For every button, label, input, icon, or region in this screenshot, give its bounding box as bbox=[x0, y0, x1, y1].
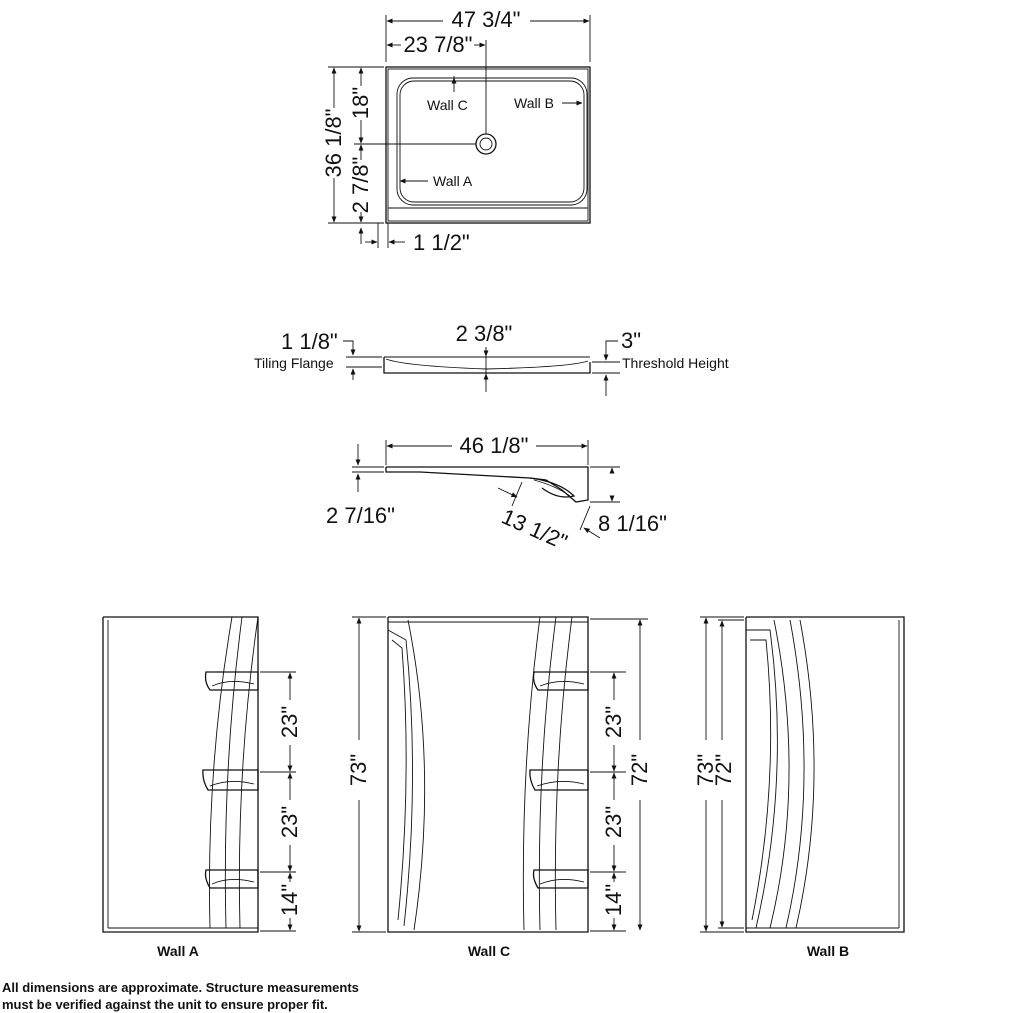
wall-c-gap-1: 23" bbox=[601, 706, 626, 738]
shelf bbox=[204, 869, 259, 889]
shelf bbox=[532, 671, 589, 691]
disclaimer-line-2: must be verified against the unit to ens… bbox=[2, 997, 328, 1012]
dim-overall-width: 47 3/4" bbox=[452, 7, 521, 32]
dim-front-rim: 2 7/8" bbox=[348, 157, 373, 214]
dim-center-height: 2 3/8" bbox=[456, 321, 513, 346]
dim-left-height: 2 7/16" bbox=[326, 503, 395, 528]
drain-icon bbox=[475, 133, 497, 155]
dim-drain-offset-x: 23 7/8" bbox=[404, 32, 473, 57]
wall-c-label: Wall C bbox=[468, 943, 510, 959]
threshold-label: Threshold Height bbox=[622, 355, 729, 371]
tiling-flange-label: Tiling Flange bbox=[254, 355, 334, 371]
dim-drain-offset-y: 18" bbox=[348, 87, 373, 119]
wall-c-gap-3: 14" bbox=[601, 884, 626, 916]
wall-c-view: 73" 23" 23" 14" 72" Wall C bbox=[346, 616, 652, 959]
label-wall-b: Wall B bbox=[514, 95, 554, 111]
wall-a-gap-2: 23" bbox=[277, 806, 302, 838]
pan-floor-inner bbox=[399, 80, 585, 203]
threshold-value: 3" bbox=[621, 328, 641, 353]
shelf bbox=[204, 671, 259, 691]
pan-rim bbox=[387, 68, 589, 222]
top-plan-view: 47 3/4" 23 7/8" 36 1/8" 18" 2 7/8" 1 1/2… bbox=[321, 7, 591, 255]
shelf bbox=[202, 769, 259, 791]
wall-c-gap-2: 23" bbox=[601, 806, 626, 838]
label-wall-c: Wall C bbox=[427, 97, 468, 113]
side-section-view: 46 1/8" 2 7/16" 8 1/16" 13 1/2" bbox=[326, 433, 667, 555]
dim-flange: 1 1/2" bbox=[413, 230, 470, 255]
shelf bbox=[532, 869, 589, 889]
wall-a-label: Wall A bbox=[157, 943, 199, 959]
wall-a-gap-3: 14" bbox=[277, 884, 302, 916]
dim-seat-width: 13 1/2" bbox=[498, 504, 571, 555]
dim-overall-depth: 36 1/8" bbox=[321, 109, 346, 178]
wall-b-height-outer: 73" bbox=[693, 754, 718, 786]
wall-b-label: Wall B bbox=[807, 943, 849, 959]
label-wall-a: Wall A bbox=[433, 173, 473, 189]
wall-b-height-inner: 72" bbox=[711, 754, 736, 786]
dim-side-length: 46 1/8" bbox=[460, 433, 529, 458]
pan-outline bbox=[385, 66, 591, 224]
wall-c-height-left: 73" bbox=[346, 754, 371, 786]
dim-seat-height: 8 1/16" bbox=[598, 511, 667, 536]
shelf bbox=[529, 769, 589, 791]
disclaimer-line-1: All dimensions are approximate. Structur… bbox=[2, 980, 359, 995]
pan-floor bbox=[396, 77, 588, 206]
wall-b-view: 73" 72" Wall B bbox=[693, 616, 905, 959]
wall-a-view: 23" 23" 14" Wall A bbox=[102, 616, 302, 959]
disclaimer-note: All dimensions are approximate. Structur… bbox=[2, 979, 422, 1013]
tiling-flange-value: 1 1/8" bbox=[281, 329, 338, 354]
wall-a-gap-1: 23" bbox=[277, 706, 302, 738]
wall-c-height-right: 72" bbox=[627, 754, 652, 786]
front-section-view: 2 3/8" 1 1/8" Tiling Flange 3" Threshold… bbox=[254, 321, 729, 396]
